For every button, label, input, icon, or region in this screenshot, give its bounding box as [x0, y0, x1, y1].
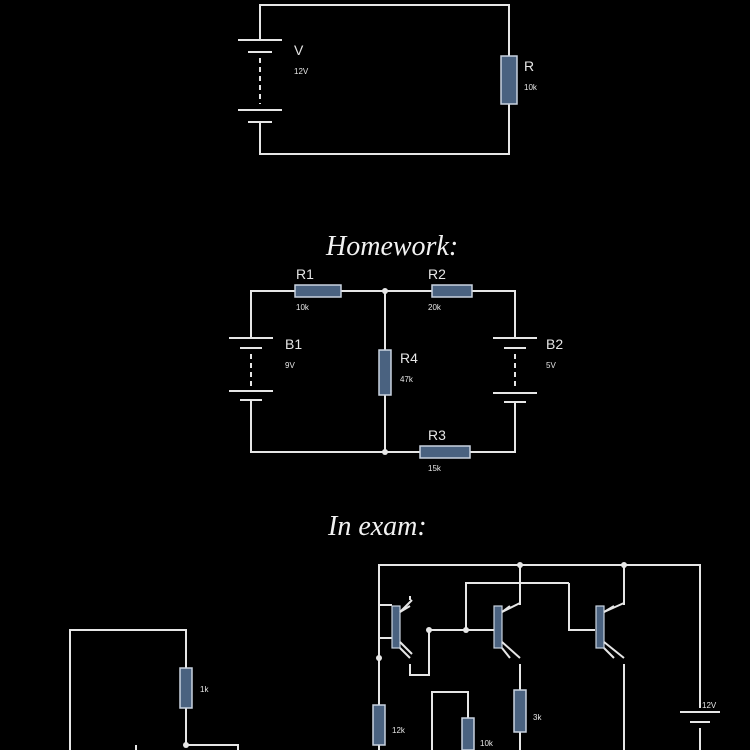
resistor-r1-value: 10k [296, 303, 310, 312]
exam-main-wires [378, 564, 701, 750]
resistor-r3-name: R3 [428, 427, 446, 443]
battery-12v-symbol [680, 711, 720, 750]
resistor-r1-symbol [294, 284, 342, 298]
battery-b1-name: B1 [285, 336, 302, 352]
junction-dot [621, 562, 627, 568]
resistor-r4-symbol [378, 349, 392, 396]
junction-dot [376, 655, 382, 661]
resistor-r2-value: 20k [428, 303, 442, 312]
junction-dot [426, 627, 432, 633]
simple-circuit-wires [259, 4, 510, 155]
resistor-r3-value: 15k [428, 464, 442, 473]
resistor-r4-value: 47k [400, 375, 414, 384]
battery-b1-value: 9V [285, 361, 295, 370]
resistor-10k-value: 10k [480, 739, 494, 748]
homework-circuit: R1 10k R2 20k R3 15k R4 47k B1 9V B2 5V [229, 266, 563, 473]
junction-dot [463, 627, 469, 633]
junction-dot [382, 449, 388, 455]
resistor-12k-value: 12k [392, 726, 406, 735]
resistor-r-name: R [524, 58, 534, 74]
battery-12v-value: 12V [702, 701, 717, 710]
transistor-q1-symbol [391, 599, 413, 655]
battery-b1-symbol [229, 337, 273, 401]
homework-heading: Homework: [325, 231, 458, 262]
transistor-q2-symbol [484, 602, 521, 659]
resistor-10k-symbol [461, 717, 475, 750]
resistor-r1-name: R1 [296, 266, 314, 282]
exam-heading: In exam: [327, 511, 427, 542]
resistor-r2-symbol [431, 284, 473, 298]
battery-v-symbol [238, 39, 282, 123]
junction-dot [183, 742, 189, 748]
resistor-r-value: 10k [524, 83, 538, 92]
battery-b2-symbol [493, 337, 537, 403]
junction-dot [382, 288, 388, 294]
transistor-q3-symbol [595, 602, 625, 659]
battery-b2-value: 5V [546, 361, 556, 370]
resistor-r-symbol [500, 55, 518, 105]
battery-v-value: 12V [294, 67, 309, 76]
exam-circuit: 1k 12k 10k 3k [69, 562, 720, 750]
exam-left-wires [69, 629, 239, 750]
resistor-12k-symbol [372, 704, 386, 746]
battery-v-name: V [294, 42, 304, 58]
resistor-r4-name: R4 [400, 350, 418, 366]
resistor-1k-value: 1k [200, 685, 209, 694]
resistor-1k-symbol [179, 667, 193, 709]
resistor-3k-value: 3k [533, 713, 542, 722]
resistor-3k-symbol [513, 689, 527, 733]
battery-b2-name: B2 [546, 336, 563, 352]
junction-dot [517, 562, 523, 568]
simple-circuit: V 12V R 10k [238, 4, 538, 155]
resistor-r2-name: R2 [428, 266, 446, 282]
resistor-r3-symbol [419, 445, 471, 459]
